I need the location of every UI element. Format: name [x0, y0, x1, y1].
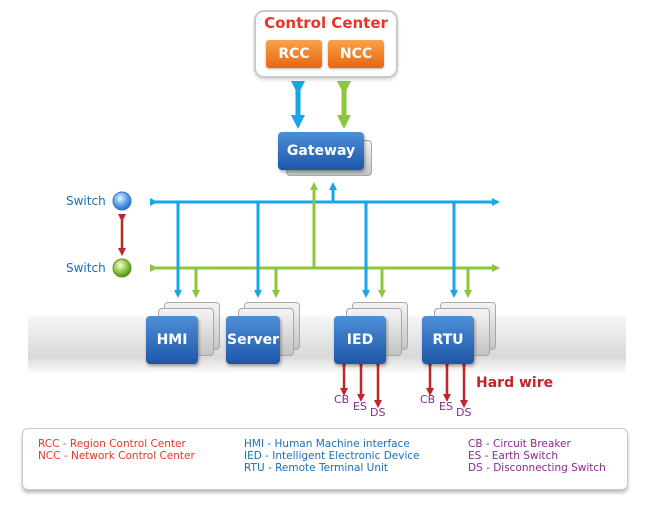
device-platform: [28, 316, 626, 374]
switch-green-icon: [112, 258, 132, 278]
switch-bottom-label: Switch: [66, 261, 106, 275]
hard-wire-label: Hard wire: [476, 375, 554, 391]
ied-cb-label: CB: [334, 393, 350, 406]
legend-ds: DS - Disconnecting Switch: [468, 462, 606, 474]
gateway-box: Gateway: [278, 132, 364, 170]
legend-hmi: HMI - Human Machine interface: [244, 438, 410, 450]
legend-es: ES - Earth Switch: [468, 450, 558, 462]
switch-top-label: Switch: [66, 194, 106, 208]
rtu-es-label: ES: [439, 400, 453, 413]
rtu-box: RTU: [422, 316, 474, 364]
legend-cb: CB - Circuit Breaker: [468, 438, 571, 450]
legend-col-1: RCC - Region Control Center NCC - Networ…: [38, 438, 195, 462]
hmi-box: HMI: [146, 316, 198, 364]
legend-col-2: HMI - Human Machine interface IED - Inte…: [244, 438, 420, 474]
control-center-title: Control Center: [264, 14, 388, 32]
legend-rcc: RCC - Region Control Center: [38, 438, 186, 450]
rcc-box: RCC: [266, 40, 322, 68]
ncc-box: NCC: [328, 40, 384, 68]
ied-box: IED: [334, 316, 386, 364]
switch-blue-icon: [112, 191, 132, 211]
legend-ncc: NCC - Network Control Center: [38, 450, 195, 462]
legend-box: [22, 428, 628, 490]
legend-ied: IED - Intelligent Electronic Device: [244, 450, 420, 462]
legend-col-3: CB - Circuit Breaker ES - Earth Switch D…: [468, 438, 606, 474]
rtu-ds-label: DS: [456, 406, 472, 419]
legend-rtu: RTU - Remote Terminal Unit: [244, 462, 389, 474]
ied-ds-label: DS: [370, 406, 386, 419]
server-box: Server: [226, 316, 280, 364]
ied-es-label: ES: [353, 400, 367, 413]
rtu-cb-label: CB: [420, 393, 436, 406]
